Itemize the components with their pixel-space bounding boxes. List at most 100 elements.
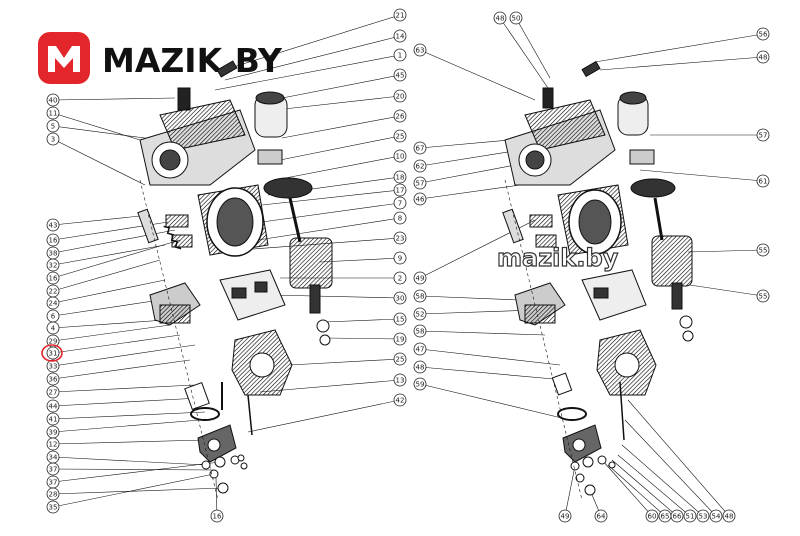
callout-9: 9 [393,251,407,265]
left-left-callouts: 4011534316383216222464293133362744413912… [46,93,60,514]
callout-57: 57 [413,176,427,190]
callout-49: 49 [558,509,572,523]
callout-6: 6 [46,309,60,323]
callout-label: 57 [759,132,768,140]
callout-label: 3 [51,136,55,144]
callout-32: 32 [46,258,60,272]
callout-label: 33 [49,363,58,371]
callout-3: 3 [46,132,60,146]
callout-label: 67 [416,145,425,153]
callout-label: 52 [416,311,425,319]
solenoid-pin [177,87,191,111]
callout-52: 52 [413,307,427,321]
callout-35: 35 [46,500,60,514]
callout-label: 37 [49,479,58,487]
callout-31: 31 [46,346,60,360]
callout-label: 1 [398,52,402,60]
callout-5: 5 [46,119,60,133]
callout-label: 55 [759,247,768,255]
callout-label: 15 [396,316,405,324]
callout-39: 39 [46,425,60,439]
callout-label: 25 [396,133,405,141]
callout-38: 38 [46,246,60,260]
callout-64: 64 [594,509,608,523]
callout-label: 57 [416,180,425,188]
callout-label: 18 [396,174,405,182]
callout-57: 57 [756,128,770,142]
callout-label: 49 [416,275,425,283]
callout-25: 25 [393,129,407,143]
callout-18: 18 [393,170,407,184]
callout-label: 45 [396,72,405,80]
callout-label: 30 [396,295,405,303]
terminal-bolt [216,60,238,78]
callout-label: 46 [416,196,425,204]
callout-2: 2 [393,271,407,285]
callout-19: 19 [393,332,407,346]
callout-label: 63 [416,47,425,55]
callout-58: 58 [413,289,427,303]
callout-label: 23 [396,235,405,243]
callout-label: 21 [396,12,405,20]
callout-58: 58 [413,324,427,338]
callout-21: 21 [393,8,407,22]
callout-label: 36 [49,376,58,384]
callout-16: 16 [46,271,60,285]
callout-label: 61 [759,178,768,186]
callout-48: 48 [413,360,427,374]
brand-logo[interactable]: MAZIK.BY [38,32,283,84]
lever-housing [159,99,246,151]
callout-45: 45 [393,68,407,82]
callout-62: 62 [413,159,427,173]
callout-48: 48 [493,11,507,25]
callout-27: 27 [46,385,60,399]
callout-label: 58 [416,293,425,301]
callout-label: 5 [51,123,55,131]
callout-13: 13 [393,373,407,387]
callout-label: 55 [759,293,768,301]
callout-22: 22 [46,284,60,298]
callout-17: 17 [393,183,407,197]
callout-label: 20 [396,93,405,101]
callout-54: 54 [709,509,723,523]
callout-label: 53 [699,513,708,521]
callout-label: 42 [396,397,405,405]
callout-label: 39 [49,429,58,437]
callout-14: 14 [393,29,407,43]
callout-label: 38 [49,250,58,258]
callout-label: 37 [49,466,58,474]
callout-15: 15 [393,312,407,326]
callout-50: 50 [509,11,523,25]
watermark: mazik.by [496,243,619,272]
callout-label: 26 [396,113,405,121]
callout-label: 35 [49,504,58,512]
callout-10: 10 [393,149,407,163]
callout-label: 56 [759,31,768,39]
callout-37: 37 [46,462,60,476]
callout-label: 34 [49,454,58,462]
callout-34: 34 [46,450,60,464]
callout-49: 49 [413,271,427,285]
callout-25: 25 [393,352,407,366]
callout-label: 9 [398,255,402,263]
callout-label: 51 [686,513,695,521]
callout-56: 56 [756,27,770,41]
callout-label: 11 [49,110,58,118]
callout-42: 42 [393,393,407,407]
callout-label: 6 [51,313,56,321]
callout-66: 66 [670,509,684,523]
callout-55: 55 [756,243,770,257]
callout-28: 28 [46,487,60,501]
callout-16: 16 [46,233,60,247]
callout-label: 19 [396,336,405,344]
callout-51: 51 [683,509,697,523]
callout-12: 12 [46,437,60,451]
left-exploded-diagram [52,14,401,517]
brush-plate [219,269,286,321]
callout-36: 36 [46,372,60,386]
callout-label: 50 [512,15,521,23]
callout-label: 58 [416,328,425,336]
callout-label: 48 [725,513,734,521]
